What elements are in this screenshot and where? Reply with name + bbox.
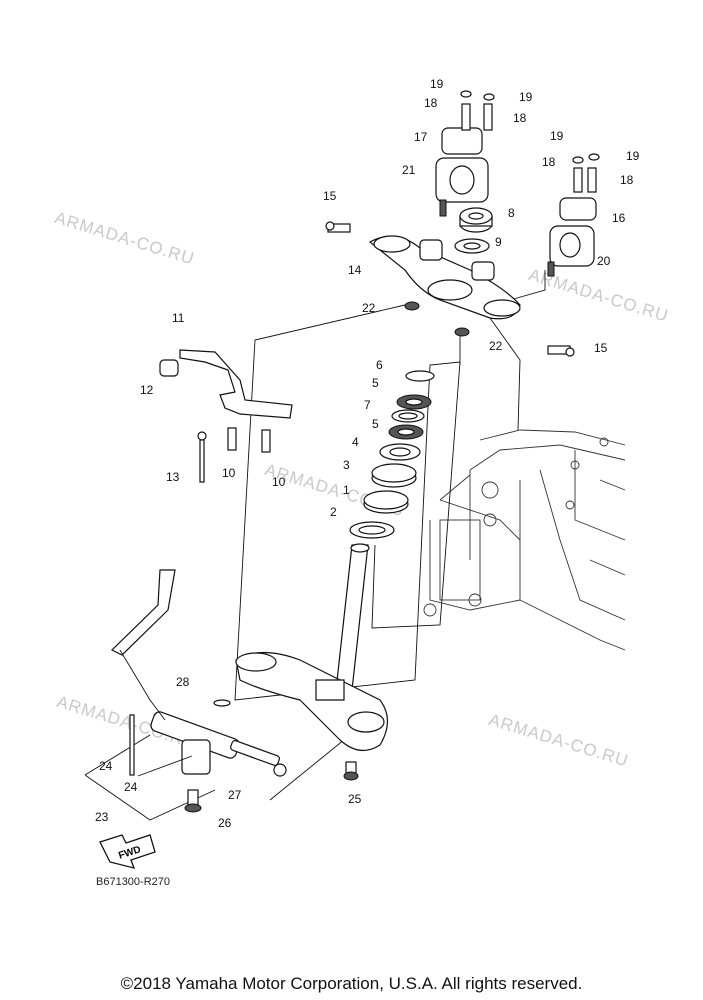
steering-bearing-stack [349, 370, 435, 539]
callout-16: 16 [612, 211, 626, 225]
callout-10: 10 [222, 466, 236, 480]
callout-12: 12 [140, 383, 154, 397]
callout-labels: 1234556789101011121314151516171818181819… [95, 77, 640, 830]
callout-18: 18 [513, 111, 527, 125]
lower-triple-clamp [213, 543, 389, 781]
callout-3: 3 [343, 458, 350, 472]
callout-21: 21 [402, 163, 416, 177]
callout-18: 18 [542, 155, 556, 169]
callout-1: 1 [343, 483, 350, 497]
callout-17: 17 [414, 130, 428, 144]
callout-22: 22 [489, 339, 503, 353]
callout-15: 15 [594, 341, 608, 355]
callout-27: 27 [228, 788, 242, 802]
callout-5: 5 [372, 417, 379, 431]
wire-bracket [159, 349, 293, 483]
motorcycle-frame [423, 429, 626, 651]
callout-14: 14 [348, 263, 362, 277]
callout-19: 19 [626, 149, 640, 163]
callout-4: 4 [352, 435, 359, 449]
steering-damper [110, 569, 287, 813]
handlebar-holder-upper-left [435, 90, 495, 217]
callout-20: 20 [597, 254, 611, 268]
callout-25: 25 [348, 792, 362, 806]
callout-24: 24 [124, 780, 138, 794]
callout-6: 6 [376, 358, 383, 372]
handlebar-holder-upper-right [547, 153, 600, 277]
callout-13: 13 [166, 470, 180, 484]
callout-28: 28 [176, 675, 190, 689]
callout-9: 9 [495, 235, 502, 249]
callout-18: 18 [424, 96, 438, 110]
steering-nut [454, 207, 493, 254]
copyright-notice: ©2018 Yamaha Motor Corporation, U.S.A. A… [120, 974, 583, 993]
callout-2: 2 [330, 505, 337, 519]
callout-8: 8 [508, 206, 515, 220]
callout-10: 10 [272, 475, 286, 489]
callout-11: 11 [172, 311, 185, 325]
callout-5: 5 [372, 376, 379, 390]
callout-19: 19 [430, 77, 444, 91]
reference-lines [84, 270, 546, 821]
forward-arrow-icon: FWD [99, 834, 156, 869]
callout-26: 26 [218, 816, 232, 830]
callout-24: 24 [99, 759, 113, 773]
callout-18: 18 [620, 173, 634, 187]
diagram-code: B671300-R270 [96, 876, 171, 888]
callout-19: 19 [550, 129, 564, 143]
callout-19: 19 [519, 90, 533, 104]
callout-22: 22 [362, 301, 376, 315]
upper-triple-clamp [325, 221, 575, 357]
callout-7: 7 [364, 398, 371, 412]
callout-23: 23 [95, 810, 109, 824]
callout-15: 15 [323, 189, 337, 203]
